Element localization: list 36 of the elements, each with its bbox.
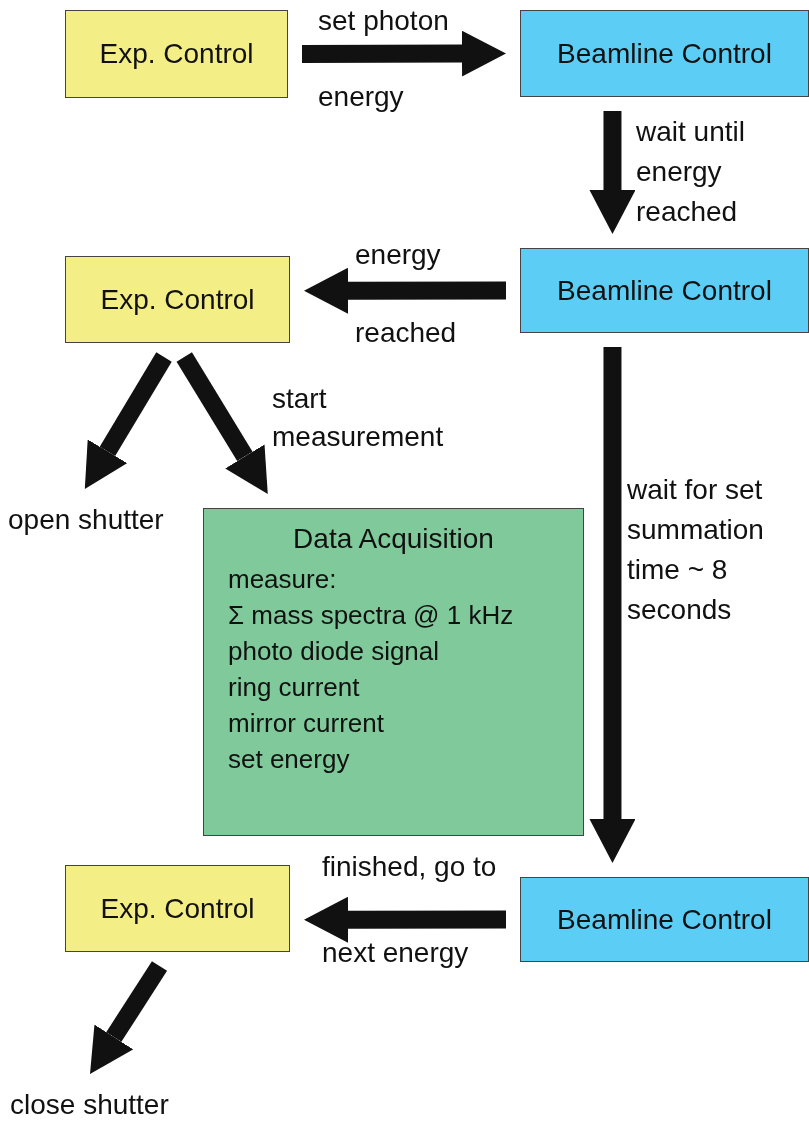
process-box <box>520 10 809 97</box>
box-label: Beamline Control <box>557 36 772 71</box>
edge-label: wait until energy reached <box>636 115 746 229</box>
node-label: close shutter <box>10 1088 169 1122</box>
box-text: photo diode signal <box>228 635 440 668</box>
box-text: set energy <box>228 743 350 776</box>
process-box <box>65 10 288 98</box>
box-text: ring current <box>228 671 360 704</box>
arrow <box>589 347 636 863</box>
arrow <box>304 896 506 943</box>
edge-label: start measurement <box>272 382 445 454</box>
process-box <box>65 256 290 343</box>
arrow <box>90 961 168 1074</box>
edge-label: energy reached <box>355 238 458 350</box>
arrow <box>84 352 172 489</box>
process-box <box>65 865 290 952</box>
box-text: measure: <box>228 563 337 596</box>
arrow <box>304 267 506 314</box>
process-box <box>520 248 809 333</box>
edge-label: wait for set summation time ~ 8 seconds <box>627 473 765 627</box>
box-label: Exp. Control <box>100 891 255 926</box>
process-box <box>203 508 584 836</box>
edge-label: finished, go to next energy <box>322 850 498 970</box>
edge-label: set photon energy <box>318 4 450 114</box>
arrow <box>176 352 268 494</box>
box-label: Beamline Control <box>557 902 772 937</box>
arrow <box>589 111 636 234</box>
box-heading: Data Acquisition <box>293 523 494 555</box>
arrow <box>301 30 506 77</box>
box-text: mirror current <box>228 707 384 740</box>
box-label: Beamline Control <box>557 273 772 308</box>
box-text: Σ mass spectra @ 1 kHz <box>228 599 514 632</box>
box-label: Exp. Control <box>100 282 255 317</box>
box-label: Exp. Control <box>99 37 254 71</box>
process-box <box>520 877 809 962</box>
node-label: open shutter <box>8 503 164 537</box>
